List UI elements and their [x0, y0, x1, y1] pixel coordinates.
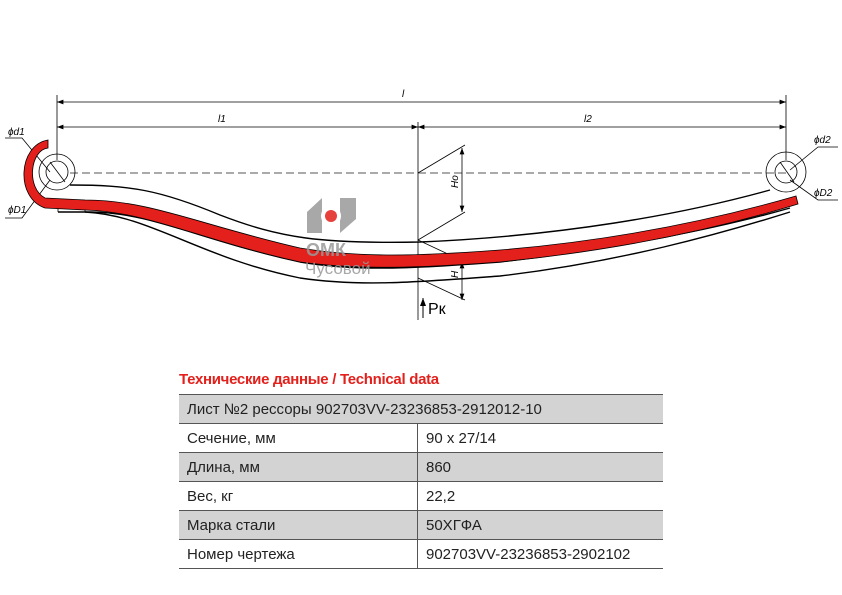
main-leaf-highlight — [23, 139, 799, 268]
svg-text:Чусовой: Чусовой — [305, 259, 371, 278]
tech-data-title: Технические данные / Technical data — [179, 371, 439, 388]
label-d1: ϕd1 — [8, 127, 25, 138]
label-pk: Pк — [428, 301, 447, 318]
label-D1: ϕD1 — [8, 205, 26, 216]
label-ho: Ho — [450, 175, 461, 188]
leaf-spring-drawing: ОМК Чусовой l l1 l2 ϕd1 ϕD1 ϕd2 ϕD2 Ho H… — [5, 89, 838, 320]
label-h: H — [450, 270, 461, 278]
label-l1: l1 — [218, 114, 226, 125]
table-header: Лист №2 рессоры 902703VV-23236853-291201… — [179, 394, 663, 424]
table-header-row: Лист №2 рессоры 902703VV-23236853-291201… — [179, 394, 663, 424]
omk-logo: ОМК Чусовой — [305, 198, 371, 278]
label-l: l — [402, 89, 405, 100]
svg-text:ОМК: ОМК — [306, 240, 347, 260]
label-d2: ϕd2 — [814, 135, 831, 146]
label-l2: l2 — [584, 114, 592, 125]
label-D2: ϕD2 — [814, 188, 833, 199]
tech-data-table: Лист №2 рессоры 902703VV-23236853-291201… — [179, 394, 663, 569]
